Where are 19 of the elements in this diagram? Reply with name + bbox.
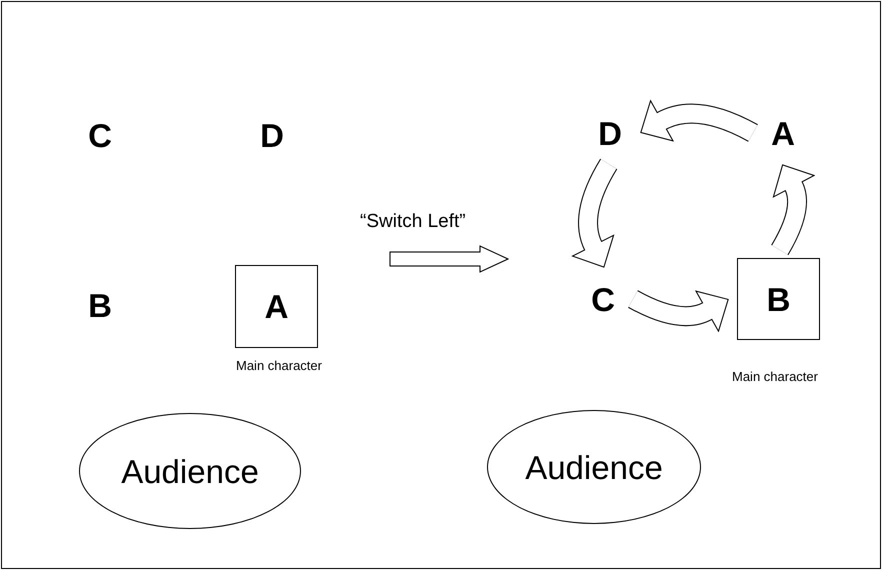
character-letter: D <box>250 112 294 158</box>
audience-label: Audience <box>525 450 663 484</box>
node-label: Main character <box>236 357 322 375</box>
character-letter: B <box>78 282 122 328</box>
switch-label: “Switch Left” <box>360 210 466 234</box>
character-letter: A <box>264 290 288 323</box>
main-character-box <box>737 258 820 340</box>
curved-block-arrow <box>771 164 816 255</box>
character-letter: D <box>588 110 632 156</box>
curved-block-arrow <box>572 158 618 268</box>
node-label: Main character <box>732 368 818 386</box>
character-letter: B <box>766 282 790 316</box>
character-letter: A <box>761 110 805 156</box>
character-letter: C <box>581 276 625 322</box>
character-letter: C <box>78 112 122 158</box>
audience-label: Audience <box>121 454 259 488</box>
curved-block-arrow <box>640 100 758 142</box>
main-character-box <box>235 265 318 348</box>
curved-block-arrow <box>628 290 730 332</box>
